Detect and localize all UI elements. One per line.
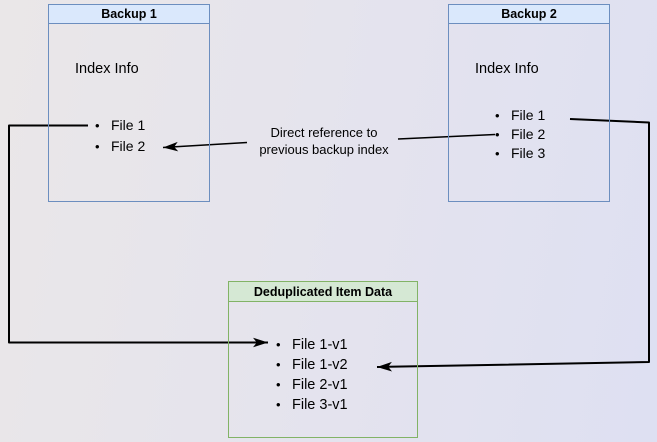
list-item-label: File 3-v1 [292, 397, 348, 413]
backup2-index-info: Index Info [475, 61, 539, 77]
backup1-index-info: Index Info [75, 61, 139, 77]
list-item-label: File 2 [111, 138, 146, 154]
backup1-title: Backup 1 [49, 5, 209, 24]
list-item-label: File 2 [511, 126, 546, 142]
bullet-icon: • [276, 397, 281, 412]
dedup-title: Deduplicated Item Data [229, 282, 417, 302]
list-item: • File 2-v1 [276, 375, 348, 395]
dedup-box: Deduplicated Item Data • File 1-v1 • File 1… [228, 281, 418, 438]
list-item: • File 1-v1 [276, 335, 348, 355]
list-item: • File 3 [495, 144, 545, 163]
backup1-box: Backup 1 Index Info • File 1 • File 2 [48, 4, 210, 202]
bullet-icon: • [495, 146, 500, 161]
bullet-icon: • [276, 357, 281, 372]
list-item: • File 2 [495, 125, 545, 144]
list-item: • File 1 [495, 106, 545, 125]
bullet-icon: • [95, 118, 100, 133]
list-item: • File 3-v1 [276, 395, 348, 415]
list-item-label: File 1 [111, 117, 146, 133]
direct-reference-label: Direct reference to previous backup inde… [244, 124, 404, 158]
list-item: • File 2 [95, 136, 145, 157]
list-item-label: File 2-v1 [292, 377, 348, 393]
list-item-label: File 1 [511, 107, 546, 123]
backup2-file-list: • File 1 • File 2 • File 3 [495, 106, 545, 163]
dedup-file-list: • File 1-v1 • File 1-v2 • File 2-v1 • File 3-v1 [276, 335, 348, 415]
backup2-box: Backup 2 Index Info • File 1 • File 2 • File … [448, 4, 610, 202]
backup1-file-list: • File 1 • File 2 [95, 115, 145, 157]
list-item-label: File 1-v2 [292, 357, 348, 373]
list-item-label: File 3 [511, 145, 546, 161]
direct-reference-label-line1: Direct reference to [270, 125, 378, 140]
direct-reference-label-line2: previous backup index [259, 142, 389, 157]
list-item-label: File 1-v1 [292, 337, 348, 353]
bullet-icon: • [495, 127, 500, 142]
list-item: • File 1-v2 [276, 355, 348, 375]
bullet-icon: • [95, 139, 100, 154]
bullet-icon: • [276, 337, 281, 352]
list-item: • File 1 [95, 115, 145, 136]
bullet-icon: • [276, 377, 281, 392]
backup2-title: Backup 2 [449, 5, 609, 24]
bullet-icon: • [495, 108, 500, 123]
